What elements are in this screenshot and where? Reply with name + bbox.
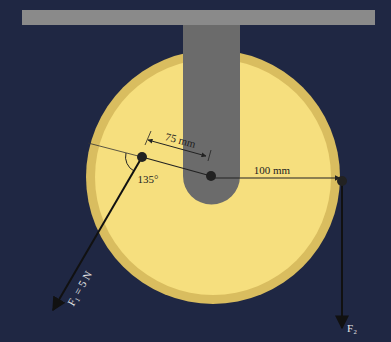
force-label: F₂	[347, 323, 357, 334]
angle-arc	[126, 153, 134, 171]
axle-point	[206, 171, 216, 181]
load-point	[337, 176, 347, 186]
dimension-arrow	[213, 177, 340, 178]
dimension-text: 100 mm	[254, 165, 290, 176]
force-arrow	[53, 157, 142, 310]
force-label: F₁ = 5 N	[66, 269, 94, 307]
extension-line	[88, 143, 142, 157]
dimension-tick	[208, 150, 211, 161]
load-point	[137, 152, 147, 162]
force-arrow	[341, 181, 343, 328]
ceiling-bar	[22, 10, 375, 25]
dimension-tick	[145, 131, 151, 145]
angle-text: 135°	[138, 174, 159, 185]
